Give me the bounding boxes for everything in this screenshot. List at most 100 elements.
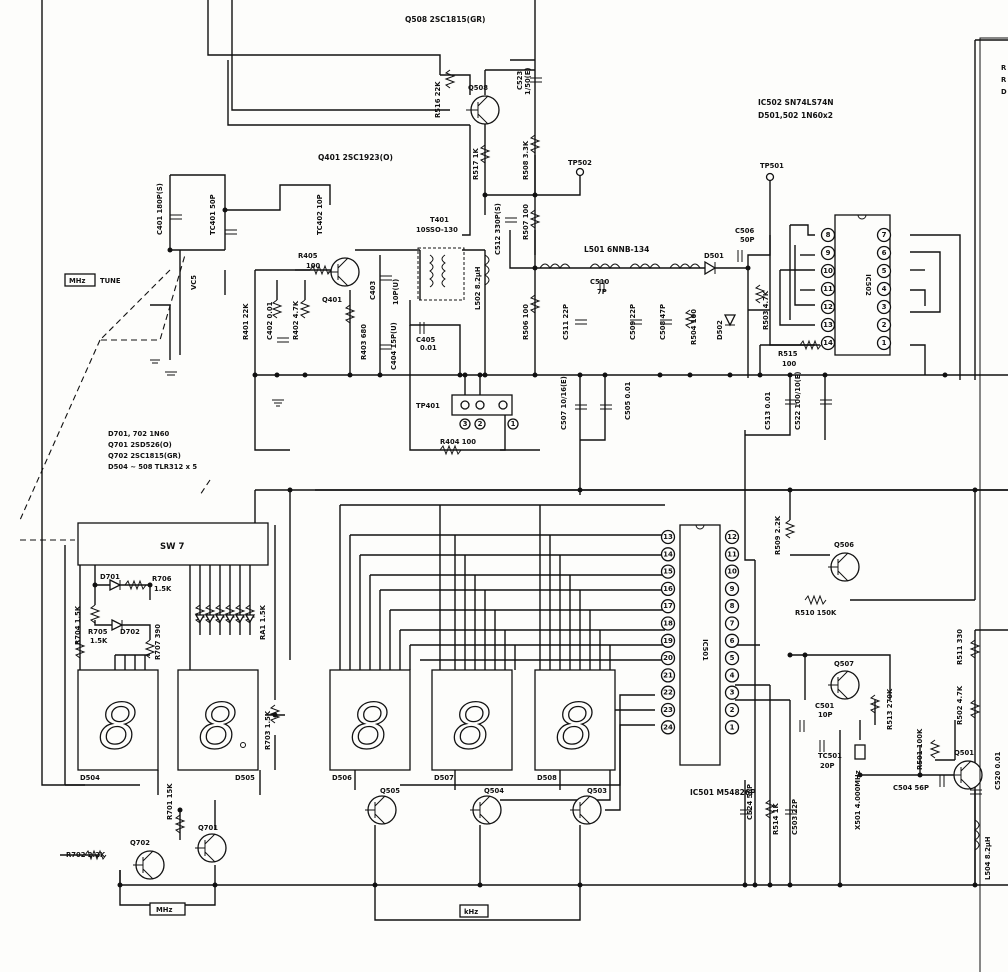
ic501-pin-21-circle (660, 668, 676, 683)
r502-label: R502 4.7K (956, 685, 964, 725)
r702-label: R702 2.2K (66, 851, 106, 859)
digit-glyph-1: 8 (98, 690, 137, 763)
r704-label: R704 1.5K (74, 605, 82, 645)
display-d506 (329, 669, 411, 771)
r515-value: 100 (782, 360, 796, 368)
ic501-pin-18-circle (660, 616, 676, 631)
r707-label: R707 390 (154, 624, 162, 660)
ic502-pin-14-circle (820, 335, 836, 351)
mhz-tune-box (64, 273, 96, 287)
r705-value: 1.5K (90, 637, 108, 645)
c403-label: C403 (369, 281, 377, 300)
q501-label: Q501 (954, 749, 974, 757)
display-d504 (77, 669, 159, 771)
khz-bottom-box (459, 904, 489, 918)
c504-label: C504 56P (893, 784, 929, 792)
r515-label: R515 (778, 350, 798, 358)
c523-value: 1/50(E) (524, 67, 532, 95)
ic501-pin-7-circle (724, 616, 740, 631)
d702-label: D702 (120, 628, 140, 636)
ic501-pin-9-circle (724, 581, 740, 597)
q504-label: Q504 (484, 787, 504, 795)
c501-value: 10P (818, 711, 832, 719)
ic501-pin-5: 5 (730, 654, 735, 662)
q503-label: Q503 (587, 787, 607, 795)
vc5-label: VC5 (190, 275, 198, 290)
ic502-pin-8-circle (820, 227, 836, 243)
ic501-pin-22: 22 (663, 689, 673, 697)
tc402-label: TC402 10P (316, 194, 324, 235)
ic502-pin-8: 8 (826, 231, 831, 239)
ic501-pin-18: 18 (663, 620, 673, 628)
l504-label: L504 8.2μH (984, 836, 992, 880)
ic501-pin-16: 16 (663, 585, 673, 593)
ic502-pin-6-circle (876, 245, 892, 261)
digit-glyph-3: 8 (350, 690, 389, 763)
d701-label: D701 (100, 573, 120, 581)
r508-label: R508 3.3K (522, 140, 530, 180)
q507-symbol (828, 670, 860, 700)
title-transistor: Q508 2SC1815(GR) (405, 15, 485, 24)
r516-label: R516 22K (434, 81, 442, 118)
d505-label: D505 (235, 774, 255, 782)
c506-value: 50P (740, 236, 754, 244)
edge-text-3: D (1001, 88, 1007, 96)
ic502-pin-4: 4 (882, 285, 887, 293)
ic501-pin-12: 12 (727, 533, 737, 541)
ic502-pin-9: 9 (826, 249, 831, 257)
tp401-pin-1: 1 (511, 420, 516, 428)
c401-label: C401 180P(S) (156, 183, 164, 235)
ic502-pin-5-circle (876, 263, 892, 279)
d504-label: D504 (80, 774, 100, 782)
q701-label: Q701 (198, 824, 218, 832)
ic502-pin-2: 2 (882, 321, 887, 329)
ic502-pin-13-circle (820, 317, 836, 333)
ic502-pin-9-circle (820, 245, 836, 261)
tp501-label: TP501 (760, 162, 784, 170)
r510-label: R510 150K (795, 609, 837, 617)
ic502-pin-11: 11 (823, 285, 833, 293)
ic501-pin-4: 4 (730, 671, 735, 679)
ic502-pin-14: 14 (823, 339, 833, 347)
ic-note-1: IC502 SN74LS74N (758, 98, 834, 107)
c523-label: C523 (516, 71, 524, 90)
ic501-pin-9: 9 (730, 585, 735, 593)
c510-value: 7P (597, 288, 607, 296)
ic501-pin-1: 1 (730, 723, 735, 731)
ic502-pin-3-circle (876, 299, 892, 315)
ic501-label: IC501 (701, 639, 709, 661)
r706-label: R706 (152, 575, 172, 583)
d70x-note-4: D504 ~ 508 TLR312 x 5 (108, 463, 197, 471)
ic502-label: IC502 (864, 274, 872, 296)
digit-glyph-5: 8 (555, 690, 594, 763)
d70x-note-2: Q701 2SD526(O) (108, 441, 172, 449)
digit-glyph-4: 8 (452, 690, 491, 763)
c522-label: C522 100/10(E) (794, 371, 802, 430)
c405-label: C405 (416, 336, 435, 344)
ic501-pin-7: 7 (730, 620, 735, 628)
ic501-pin-10-circle (724, 564, 740, 579)
ic501-pin-2: 2 (730, 706, 735, 714)
ic501-note: IC501 M54826P (690, 788, 756, 797)
tc501-label: TC501 (818, 752, 842, 760)
ic501-pin-14-circle (660, 547, 676, 562)
right-edge-frame (979, 37, 1008, 972)
ic501-pin-3: 3 (730, 689, 735, 697)
tc401-label: TC401 50P (209, 194, 217, 235)
ic502-pin-2-circle (876, 317, 892, 333)
q507-label: Q507 (834, 660, 854, 668)
c513-label: C513 0.01 (764, 391, 772, 430)
ic501-pin-23-circle (660, 702, 676, 718)
ic501-pin-15: 15 (663, 568, 673, 576)
edge-text-1: R (1001, 64, 1007, 72)
c524-label: C524 56P (746, 784, 754, 820)
ic501-pin-19: 19 (663, 637, 673, 645)
c505-label: C505 0.01 (624, 381, 632, 420)
r402-label: R402 4.7K (292, 300, 300, 340)
q503-symbol (570, 795, 602, 825)
c501-label: C501 (815, 702, 834, 710)
